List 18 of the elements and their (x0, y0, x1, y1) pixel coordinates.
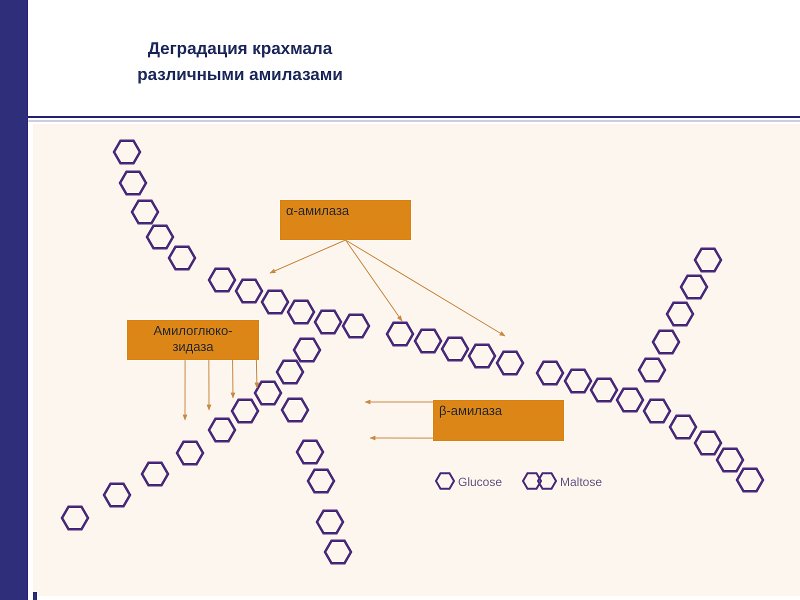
enzyme-label: β-амилаза (439, 403, 504, 419)
enzyme-box (280, 200, 411, 240)
enzyme-box (433, 400, 564, 441)
arrow (345, 240, 506, 336)
legend-label: Glucose (458, 475, 502, 489)
enzyme-label: α-амилаза (286, 203, 350, 219)
arrow (206, 360, 212, 411)
arrow (345, 240, 402, 322)
arrow (182, 360, 188, 421)
arrow (369, 436, 434, 440)
legend-label: Maltose (560, 475, 602, 489)
title: Деградация крахмала различными амилазами (136, 38, 344, 86)
arrow (254, 360, 260, 389)
arrow (269, 240, 346, 274)
enzyme-box (127, 320, 259, 360)
arrow (364, 400, 434, 404)
enzyme-label: Амилоглюко-зидаза (152, 323, 234, 355)
arrow (230, 360, 236, 399)
